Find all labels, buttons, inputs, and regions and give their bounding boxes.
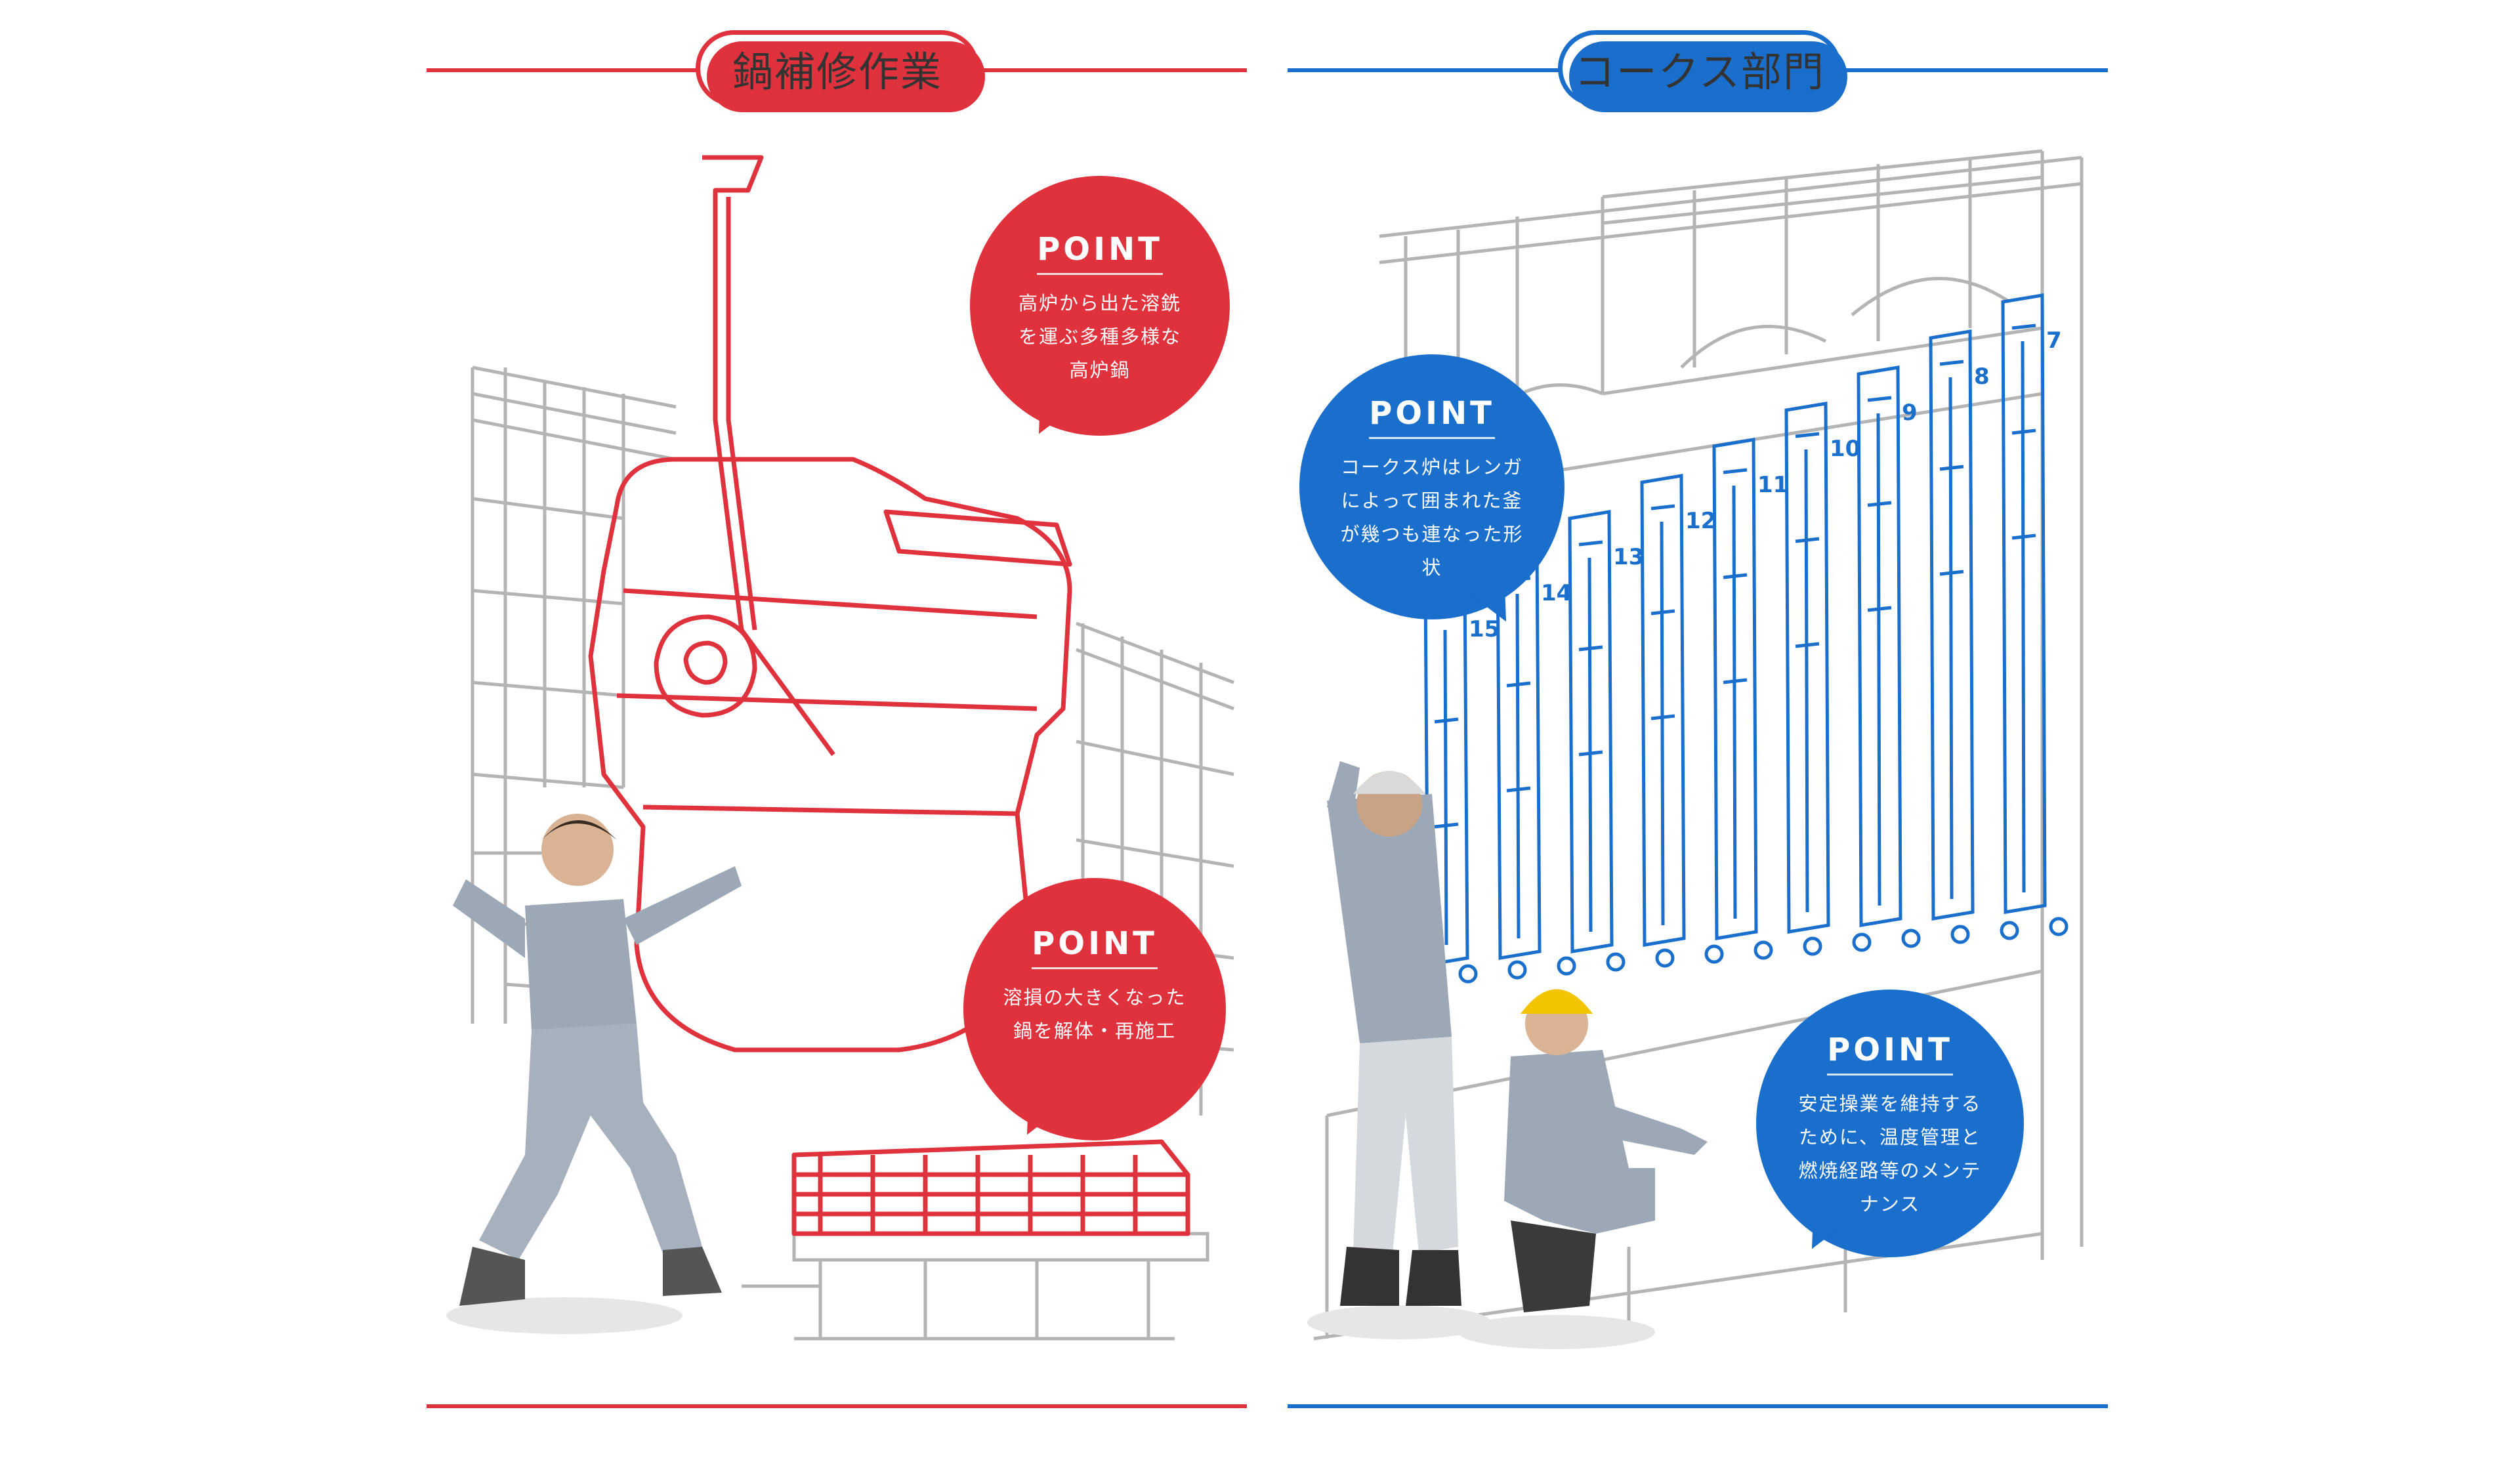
point-heading: POINT (1032, 925, 1158, 969)
bottom-divider (1288, 1404, 2108, 1408)
oven-door-marker (1950, 925, 1970, 944)
point-heading: POINT (1369, 395, 1495, 439)
point-text: 安定操業を維持するために、温度管理と燃焼経路等のメンテナンス (1798, 1093, 1982, 1215)
oven-door-marker (1606, 952, 1626, 972)
point-text: 溶損の大きくなった鍋を解体・再施工 (1003, 986, 1186, 1042)
oven-number: 12 (1685, 508, 1716, 534)
point-bubble-2: POINT 溶損の大きくなった鍋を解体・再施工 (963, 878, 1226, 1140)
oven-door-marker (1852, 932, 1872, 952)
oven-door-marker (1507, 960, 1527, 980)
oven-door-marker (1557, 956, 1576, 976)
section-title-tag: 鍋補修作業 (696, 30, 985, 112)
point-bubble-2: POINT 安定操業を維持するために、温度管理と燃焼経路等のメンテナンス (1756, 990, 2024, 1257)
ladle-body (588, 457, 1072, 1053)
oven-column (1929, 329, 1975, 921)
coke-oven-illustration: 15 14 13 12 11 10 9 8 7 (1307, 149, 2084, 1349)
workers-figure (1307, 761, 1708, 1349)
oven-number: 7 (2046, 327, 2062, 354)
section-title-tag: コークス部門 (1558, 30, 1847, 112)
section-title: コークス部門 (1574, 48, 1826, 96)
point-text: コークス炉はレンガによって囲まれた釜が幾つも連なった形状 (1340, 456, 1524, 579)
pallet (742, 1232, 1209, 1341)
oven-door-marker (1458, 964, 1478, 984)
oven-column (2001, 293, 2047, 914)
oven-door-marker (2000, 921, 2019, 940)
oven-column (1712, 438, 1758, 940)
oven-door-marker (1704, 944, 1724, 964)
oven-column (1784, 402, 1830, 934)
oven-column (1857, 366, 1902, 927)
oven-number: 10 (1830, 436, 1860, 462)
oven-number: 13 (1613, 544, 1644, 570)
oven-door-marker (2049, 917, 2068, 936)
crane-hook (702, 155, 835, 757)
oven-door-marker (1754, 940, 1773, 960)
point-text: 高炉から出た溶銑を運ぶ多種多様な高炉鍋 (1018, 292, 1181, 381)
ladle-lip (883, 509, 1072, 567)
bottom-divider (427, 1404, 1247, 1408)
brick-stack (791, 1139, 1190, 1236)
oven-number: 8 (1974, 364, 1990, 390)
point-bubble-1: POINT コークス炉はレンガによって囲まれた釜が幾つも連なった形状 (1299, 354, 1564, 619)
point-heading: POINT (1827, 1032, 1953, 1076)
oven-number: 9 (1902, 400, 1918, 426)
section-title: 鍋補修作業 (732, 48, 942, 96)
point-bubble-1: POINT 高炉から出た溶銑を運ぶ多種多様な高炉鍋 (970, 176, 1230, 436)
oven-number: 14 (1541, 580, 1572, 606)
oven-number: 15 (1469, 616, 1500, 642)
oven-door-marker (1655, 948, 1675, 968)
oven-door-marker (1803, 936, 1822, 956)
oven-door-marker (1901, 929, 1921, 948)
oven-column (1568, 510, 1614, 953)
section-nabe-repair: 鍋補修作業 (427, 0, 1247, 1462)
point-heading: POINT (1037, 231, 1163, 275)
ladle-trunnion (654, 614, 757, 718)
oven-number: 11 (1757, 472, 1788, 498)
ladle-illustration (446, 155, 1234, 1341)
worker-figure (446, 814, 742, 1334)
oven-column (1640, 474, 1686, 947)
